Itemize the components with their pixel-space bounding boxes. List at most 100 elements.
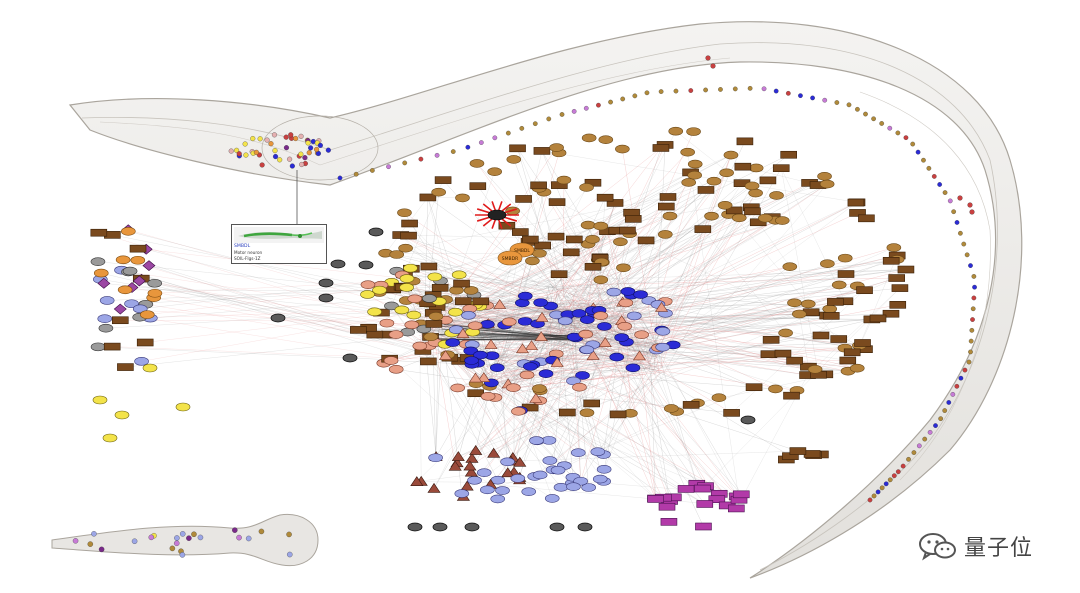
body-neuron-dot bbox=[968, 349, 973, 355]
body-neuron-dot bbox=[259, 162, 265, 168]
body-neuron-dot bbox=[895, 469, 901, 475]
neuron-node bbox=[428, 312, 444, 321]
neuron-box-node bbox=[434, 176, 452, 184]
neuron-node bbox=[431, 187, 446, 197]
body-neuron-dot bbox=[921, 157, 926, 163]
neuron-node bbox=[579, 408, 595, 418]
body-neuron-dot bbox=[658, 89, 664, 94]
neuron-node bbox=[577, 522, 593, 532]
neuron-node bbox=[467, 476, 482, 485]
body-neuron-dot bbox=[174, 535, 180, 541]
neuron-box-node bbox=[111, 316, 129, 325]
neuron-triangle-node bbox=[534, 331, 548, 342]
neuron-node bbox=[428, 453, 443, 463]
neuron-triangle-node bbox=[477, 372, 491, 382]
body-neuron-dot bbox=[951, 209, 957, 215]
neuron-node bbox=[102, 433, 118, 443]
neuron-box-node bbox=[882, 309, 900, 318]
neuron-node bbox=[778, 328, 793, 338]
body-neuron-dot bbox=[314, 146, 320, 153]
neuron-box-node bbox=[660, 518, 678, 526]
body-neuron-dot bbox=[148, 534, 155, 541]
body-neuron-dot bbox=[283, 134, 289, 140]
callout-type: Motor neuron bbox=[234, 250, 263, 255]
body-neuron-dot bbox=[891, 473, 897, 479]
neuron-node bbox=[368, 227, 384, 237]
body-neuron-dot bbox=[191, 531, 197, 537]
neuron-triangle-node bbox=[438, 349, 453, 360]
hub-node bbox=[487, 209, 507, 221]
neuron-node bbox=[115, 255, 131, 265]
body-neuron-dot bbox=[954, 383, 960, 389]
body-neuron-dot bbox=[245, 535, 252, 542]
body-neuron-dot bbox=[620, 96, 626, 102]
neuron-box-node bbox=[822, 312, 840, 320]
neuron-box-node bbox=[425, 320, 443, 328]
body-neuron-dot bbox=[903, 135, 909, 140]
neuron-box-node bbox=[90, 228, 108, 237]
neuron-box-node bbox=[882, 256, 900, 265]
neuron-node bbox=[517, 317, 533, 326]
neuron-node bbox=[97, 314, 113, 324]
neuron-diamond-node bbox=[142, 260, 156, 272]
neuron-triangle-node bbox=[448, 460, 462, 471]
neuron-triangle-node bbox=[410, 476, 424, 486]
smbdr-node bbox=[497, 250, 523, 266]
neuron-box-node bbox=[619, 226, 636, 235]
neuron-node bbox=[422, 294, 437, 303]
neuron-node bbox=[500, 457, 515, 467]
neuron-node bbox=[464, 356, 479, 365]
neuron-triangle-node bbox=[529, 392, 543, 403]
neuron-box-node bbox=[103, 342, 121, 351]
body-neuron-dot bbox=[966, 359, 972, 365]
neuron-node bbox=[501, 317, 517, 327]
body-neuron-dot bbox=[519, 126, 525, 131]
neuron-node bbox=[837, 253, 853, 263]
body-neuron-dot bbox=[253, 149, 259, 155]
neuron-node bbox=[817, 171, 832, 181]
body-neuron-dot bbox=[272, 148, 278, 154]
body-neuron-dot bbox=[938, 416, 944, 422]
neuron-node bbox=[822, 304, 838, 314]
neuron-node bbox=[463, 286, 479, 295]
neuron-triangle-node bbox=[464, 466, 478, 477]
neuron-node bbox=[579, 183, 594, 192]
body-neuron-dot bbox=[272, 154, 279, 160]
body-neuron-dot bbox=[810, 95, 815, 101]
neuron-box-node bbox=[694, 484, 711, 493]
neuron-node bbox=[731, 213, 747, 223]
neuron-node bbox=[553, 483, 569, 492]
neuron-node bbox=[473, 350, 488, 360]
neuron-node bbox=[147, 278, 163, 288]
body-neuron-dot bbox=[798, 93, 803, 98]
body-neuron-dot bbox=[298, 151, 304, 157]
neuron-node bbox=[525, 256, 540, 266]
body-neuron-dot bbox=[179, 552, 186, 558]
body-neuron-dot bbox=[492, 135, 498, 141]
neuron-node bbox=[606, 287, 622, 297]
body-neuron-dot bbox=[942, 408, 948, 413]
body-neuron-dot bbox=[846, 102, 852, 108]
smbdr-label: SMBDR bbox=[502, 256, 518, 262]
neuron-node bbox=[593, 275, 609, 285]
body-neuron-dot bbox=[169, 545, 176, 552]
neuron-node bbox=[686, 127, 701, 136]
body-neuron-dot bbox=[505, 130, 511, 136]
neuron-node bbox=[549, 522, 565, 532]
body-neuron-dot bbox=[747, 86, 753, 91]
neuron-node bbox=[445, 338, 460, 347]
body-neuron-dot bbox=[961, 241, 967, 247]
neuron-node bbox=[668, 126, 684, 136]
neuron-node bbox=[807, 364, 823, 374]
body-neuron-dot bbox=[418, 156, 424, 162]
neuron-node bbox=[532, 384, 547, 393]
body-neuron-dot bbox=[478, 140, 484, 145]
neuron-node bbox=[579, 315, 595, 324]
neuron-node bbox=[615, 144, 630, 154]
body-neuron-dot bbox=[465, 144, 471, 150]
neuron-box-node bbox=[694, 225, 712, 233]
neuron-node bbox=[480, 485, 495, 495]
neuron-box-node bbox=[843, 348, 861, 357]
watermark-text: 量子位 bbox=[964, 536, 1034, 561]
